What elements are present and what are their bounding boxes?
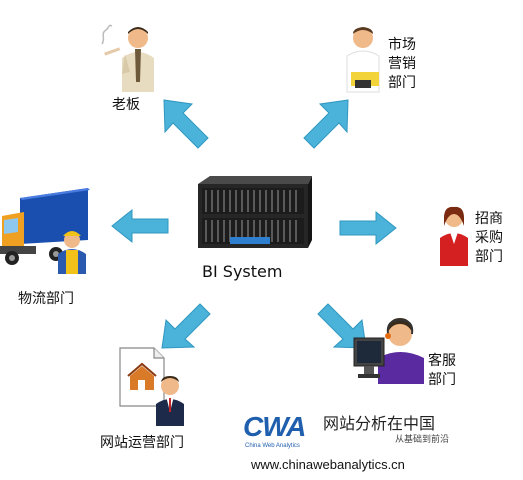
arrow-to-logistics — [111, 208, 169, 244]
marketing-label: 市场 营销 部门 — [388, 37, 416, 91]
procurement-person-icon — [440, 206, 468, 266]
arrow-to-boss — [163, 99, 209, 149]
arrow-to-procurement — [339, 210, 397, 246]
website-url[interactable]: www.chinawebanalytics.cn — [251, 457, 405, 472]
customer-service-label: 客服 部门 — [428, 353, 456, 388]
procurement-label: 招商 采购 部门 — [475, 211, 503, 265]
logistics-label: 物流部门 — [18, 291, 74, 307]
server-rack-icon — [198, 176, 312, 248]
marketing-person-icon — [346, 27, 380, 93]
boss-label: 老板 — [112, 97, 140, 113]
cwa-logo-mark: CWA — [243, 411, 306, 442]
cwa-logo-cn-slogan: 从基础到前沿 — [395, 435, 450, 445]
web-ops-icon — [119, 347, 184, 426]
boss-person-icon — [101, 24, 154, 92]
customer-service-icon — [353, 318, 424, 384]
center-label: BI System — [202, 262, 283, 281]
truck-icon — [0, 188, 90, 274]
web-ops-label: 网站运营部门 — [100, 435, 184, 451]
cwa-logo: CWA China Web Analytics 网站分析在中国 从基础到前沿 — [243, 412, 453, 472]
cwa-logo-subtitle: China Web Analytics — [245, 443, 300, 449]
cwa-logo-cn-title: 网站分析在中国 — [323, 414, 436, 433]
arrow-to-web-ops — [161, 303, 211, 349]
arrow-to-marketing — [303, 99, 349, 149]
arrow-to-customer-service — [317, 303, 367, 349]
